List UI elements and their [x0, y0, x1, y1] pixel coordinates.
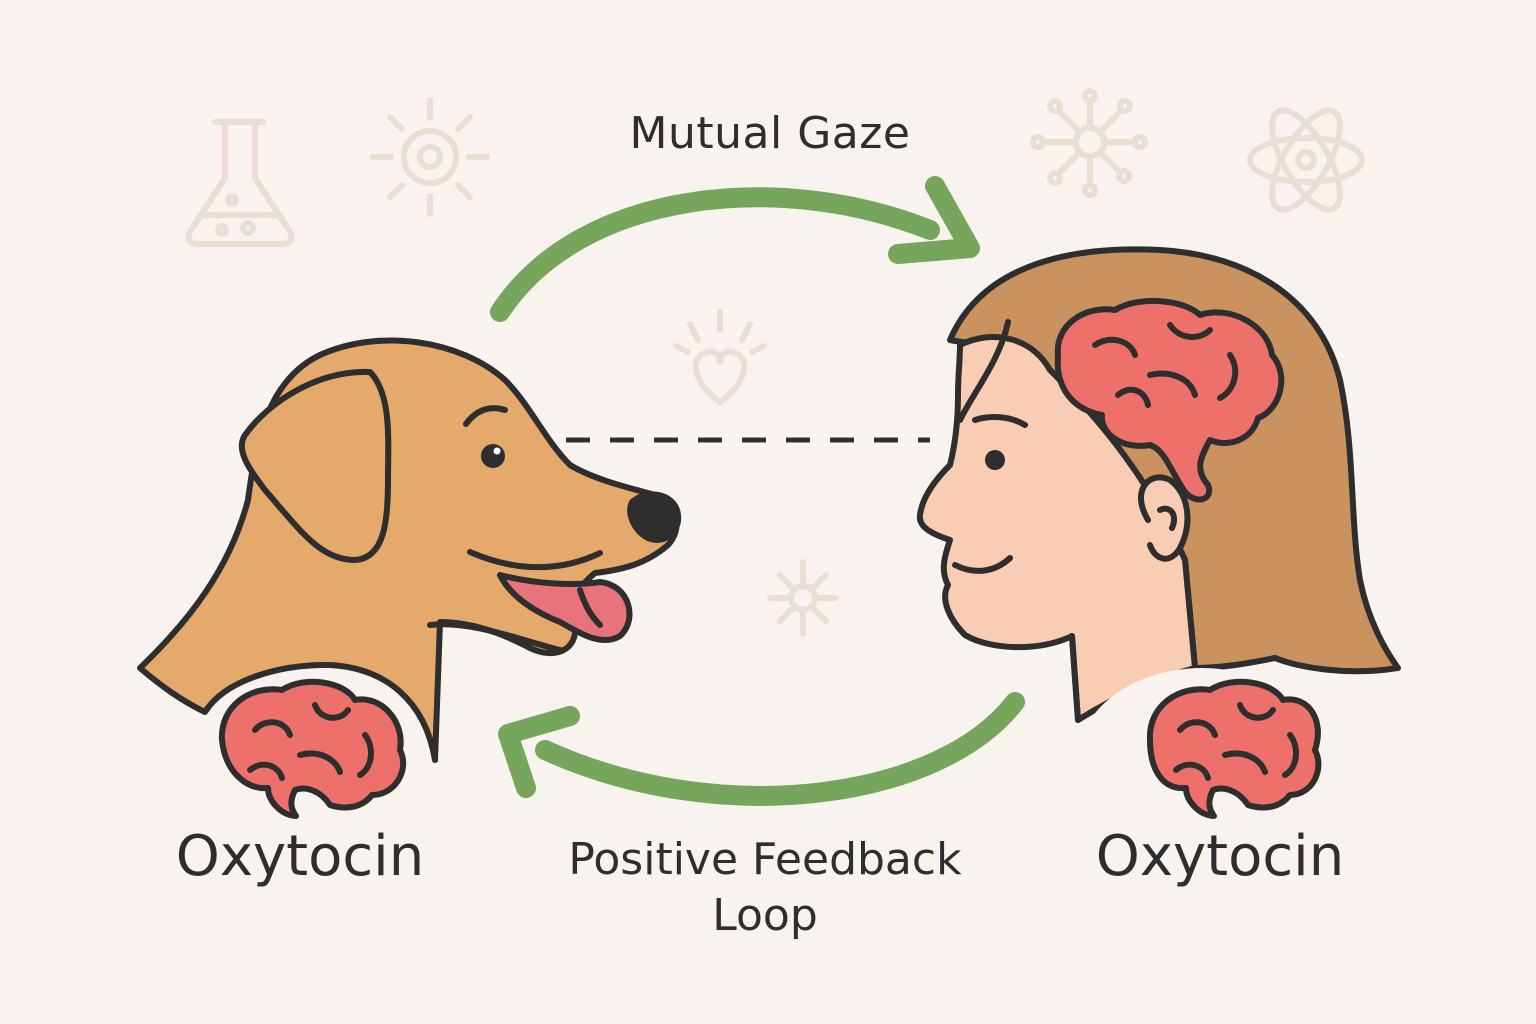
sun-icon [370, 97, 490, 217]
human-brain-icon [1090, 667, 1322, 820]
human-oxytocin-label: Oxytocin [1095, 824, 1345, 889]
molecule-icon [1030, 88, 1148, 198]
human-eye [985, 450, 1005, 470]
human-brow [972, 414, 1028, 428]
feedback-loop-line-1: Positive Feedback [568, 834, 962, 885]
human-neck [1069, 633, 1081, 723]
dog-mouth [467, 549, 603, 571]
feedback-loop-line-2: Loop [712, 890, 818, 941]
dog-ear [238, 368, 392, 563]
dog-oxytocin-label: Oxytocin [175, 824, 425, 889]
dog-brow [463, 405, 508, 427]
atom-icon [1247, 107, 1365, 213]
dog-head [137, 337, 680, 763]
flask-icon [185, 119, 295, 247]
feedback-arrow [498, 692, 1025, 806]
heart-icon [673, 309, 767, 405]
human-smile [952, 555, 1013, 574]
human-head-brain [1054, 297, 1285, 503]
dog-brain-icon [200, 672, 410, 820]
mutual-gaze-arrow [490, 176, 980, 322]
mutual-gaze-label: Mutual Gaze [629, 108, 911, 159]
dog-eye [481, 444, 505, 468]
dog [137, 337, 682, 763]
background-icons [185, 88, 1365, 637]
human-ear [1138, 474, 1191, 562]
dog-nose [627, 491, 682, 543]
molecule-icon [767, 559, 839, 637]
feedback-loop-label: Positive Feedback Loop [500, 832, 1030, 944]
